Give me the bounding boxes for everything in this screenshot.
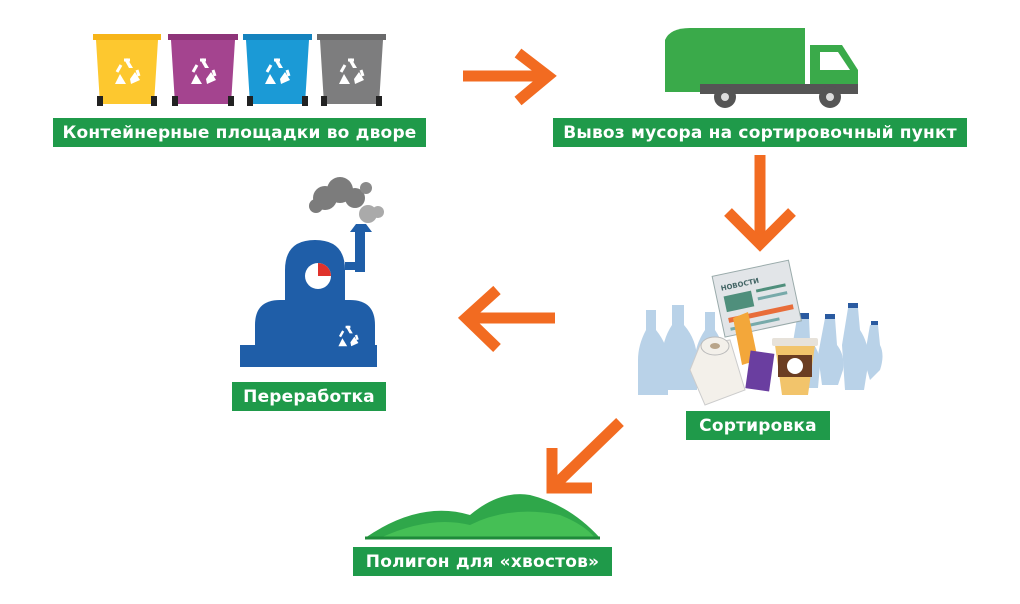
step-label-sorting: Сортировка [686,411,830,440]
newspaper: НОВОСТИ [711,259,802,338]
waste-bins [93,34,386,106]
step-label-containers: Контейнерные площадки во дворе [53,118,426,147]
arrow-left-icon [457,285,555,352]
step-label-recycling: Переработка [232,382,386,411]
arrow-right-icon [463,48,557,106]
arrow-diagonal-icon [546,418,624,494]
sorted-waste-icon: НОВОСТИ [638,259,883,406]
bin-yellow [93,34,161,106]
step-label-landfill: Полигон для «хвостов» [353,547,612,576]
toilet-paper [689,336,746,406]
factory-icon [240,177,384,367]
bin-purple [168,34,238,106]
step-label-transport: Вывоз мусора на сортировочный пункт [553,118,967,147]
bin-gray [317,34,386,106]
garbage-truck-icon [665,28,858,108]
arrow-down-icon [724,155,796,252]
bin-blue [243,34,312,106]
landfill-hills-icon [365,494,600,540]
coffee-cup [772,338,818,395]
